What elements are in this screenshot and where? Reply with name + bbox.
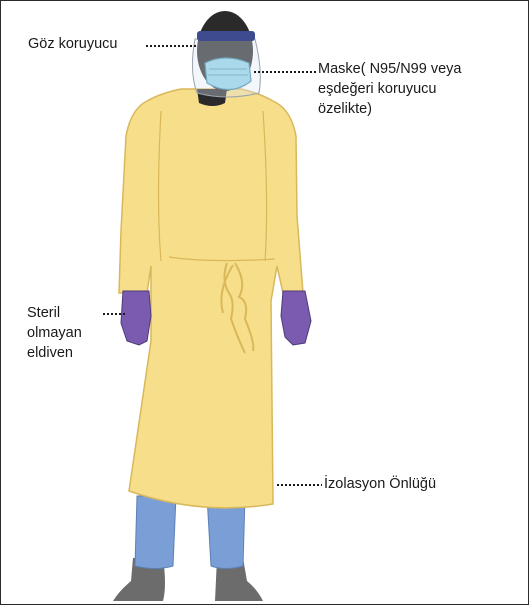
label-mask: Maske( N95/N99 veya eşdeğeri koruyucu öz… bbox=[318, 59, 523, 119]
left-pant-leg bbox=[135, 496, 176, 569]
label-gloves: Steril olmayan eldiven bbox=[27, 303, 107, 363]
face-shield-band bbox=[197, 31, 255, 41]
right-glove bbox=[281, 291, 311, 345]
label-eye-protection: Göz koruyucu bbox=[28, 34, 117, 54]
face-shield bbox=[192, 39, 260, 97]
label-isolation-gown: İzolasyon Önlüğü bbox=[324, 474, 436, 494]
left-glove bbox=[121, 291, 151, 345]
